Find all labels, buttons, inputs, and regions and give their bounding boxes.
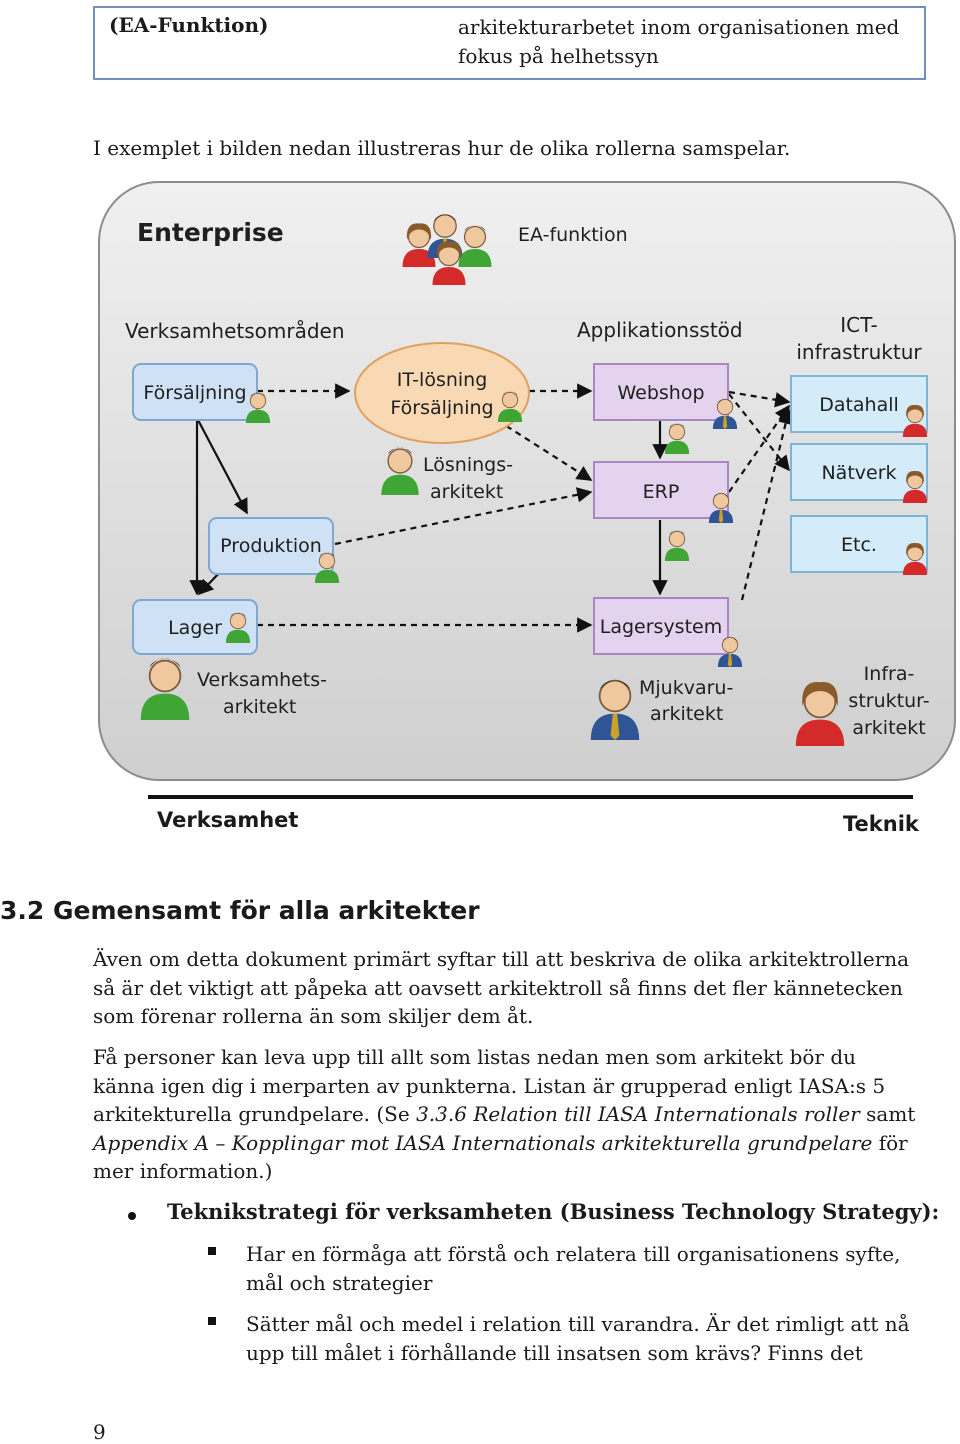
ea-function-table: (EA-Funktion) arkitekturarbetet inom org…	[93, 6, 926, 80]
solution-architect-line1: Lösnings-	[423, 454, 513, 476]
ict-heading-line1: ICT-	[840, 313, 877, 337]
ea-function-label: EA-funktion	[518, 224, 628, 246]
webshop-box	[593, 363, 729, 421]
warehouse-label: Lager	[168, 617, 222, 639]
paragraph-iasa-pillars: Få personer kan leva upp till allt som l…	[93, 1043, 923, 1186]
infrastructure-architect-line3: arkitekt	[852, 717, 925, 739]
erp-box	[593, 461, 729, 519]
reference-iasa-roles[interactable]: 3.3.6 Relation till IASA Internationals …	[416, 1102, 860, 1126]
reference-appendix-a[interactable]: Appendix A – Kopplingar mot IASA Interna…	[93, 1130, 873, 1155]
paragraph-text: samt	[859, 1102, 916, 1126]
warehouse-system-box	[593, 597, 729, 655]
infrastructure-architect-line1: Infra-	[864, 663, 915, 685]
software-architect-line1: Mjukvaru-	[639, 677, 733, 699]
webshop-label: Webshop	[617, 382, 704, 404]
sales-box	[132, 363, 258, 421]
ict-heading-line2: infrastruktur	[796, 340, 922, 364]
datahall-box	[790, 375, 928, 433]
network-label: Nätverk	[821, 462, 896, 484]
axis-label-technology: Teknik	[843, 812, 919, 836]
sub-bullet-item: Sätter mål och medel i relation till var…	[246, 1312, 910, 1365]
infrastructure-architect-line2: struktur-	[848, 690, 929, 712]
business-technology-axis	[148, 795, 913, 799]
square-bullet-icon	[208, 1317, 216, 1325]
enterprise-label: Enterprise	[137, 218, 284, 247]
solution-architect-line2: arkitekt	[430, 481, 503, 503]
bullet-business-technology-strategy: Teknikstrategi för verksamheten (Busines…	[167, 1199, 940, 1224]
paragraph-text: Få personer kan leva upp till allt som l…	[93, 1045, 886, 1126]
page-number: 9	[93, 1420, 106, 1444]
sales-label: Försäljning	[143, 382, 246, 404]
table-cell-role: (EA-Funktion)	[109, 13, 269, 37]
bullet-icon	[128, 1212, 136, 1220]
sub-bullet-item: Har en förmåga att förstå och relatera t…	[246, 1242, 901, 1295]
it-solution-ellipse	[354, 342, 530, 444]
etc-label: Etc.	[841, 534, 877, 556]
warehouse-box	[132, 599, 258, 655]
it-solution-line2: Försäljning	[390, 397, 493, 419]
square-bullet-icon	[208, 1247, 216, 1255]
section-heading: 3.2 Gemensamt för alla arkitekter	[0, 896, 480, 925]
it-solution-line1: IT-lösning	[397, 369, 488, 391]
business-areas-heading: Verksamhetsområden	[125, 319, 345, 343]
business-architect-line2: arkitekt	[223, 696, 296, 718]
paragraph-text: för mer information.)	[93, 1130, 908, 1184]
table-cell-description: arkitekturarbetet inom organisationen me…	[458, 15, 900, 68]
datahall-label: Datahall	[819, 394, 899, 416]
enterprise-panel	[98, 181, 956, 781]
business-architect-line1: Verksamhets-	[197, 669, 327, 691]
warehouse-system-label: Lagersystem	[600, 616, 722, 638]
axis-label-business: Verksamhet	[157, 808, 299, 832]
production-label: Produktion	[220, 535, 322, 557]
production-box	[208, 517, 334, 575]
intro-text: I exemplet i bilden nedan illustreras hu…	[93, 136, 791, 160]
erp-label: ERP	[643, 481, 680, 503]
paragraph-common-traits: Även om detta dokument primärt syftar ti…	[93, 947, 910, 1028]
etc-box	[790, 515, 928, 573]
network-box	[790, 443, 928, 501]
roles-diagram: Enterprise EA-funktion Verksamhetsområde…	[98, 181, 956, 781]
application-support-heading: Applikationsstöd	[577, 318, 743, 342]
software-architect-line2: arkitekt	[650, 703, 723, 725]
